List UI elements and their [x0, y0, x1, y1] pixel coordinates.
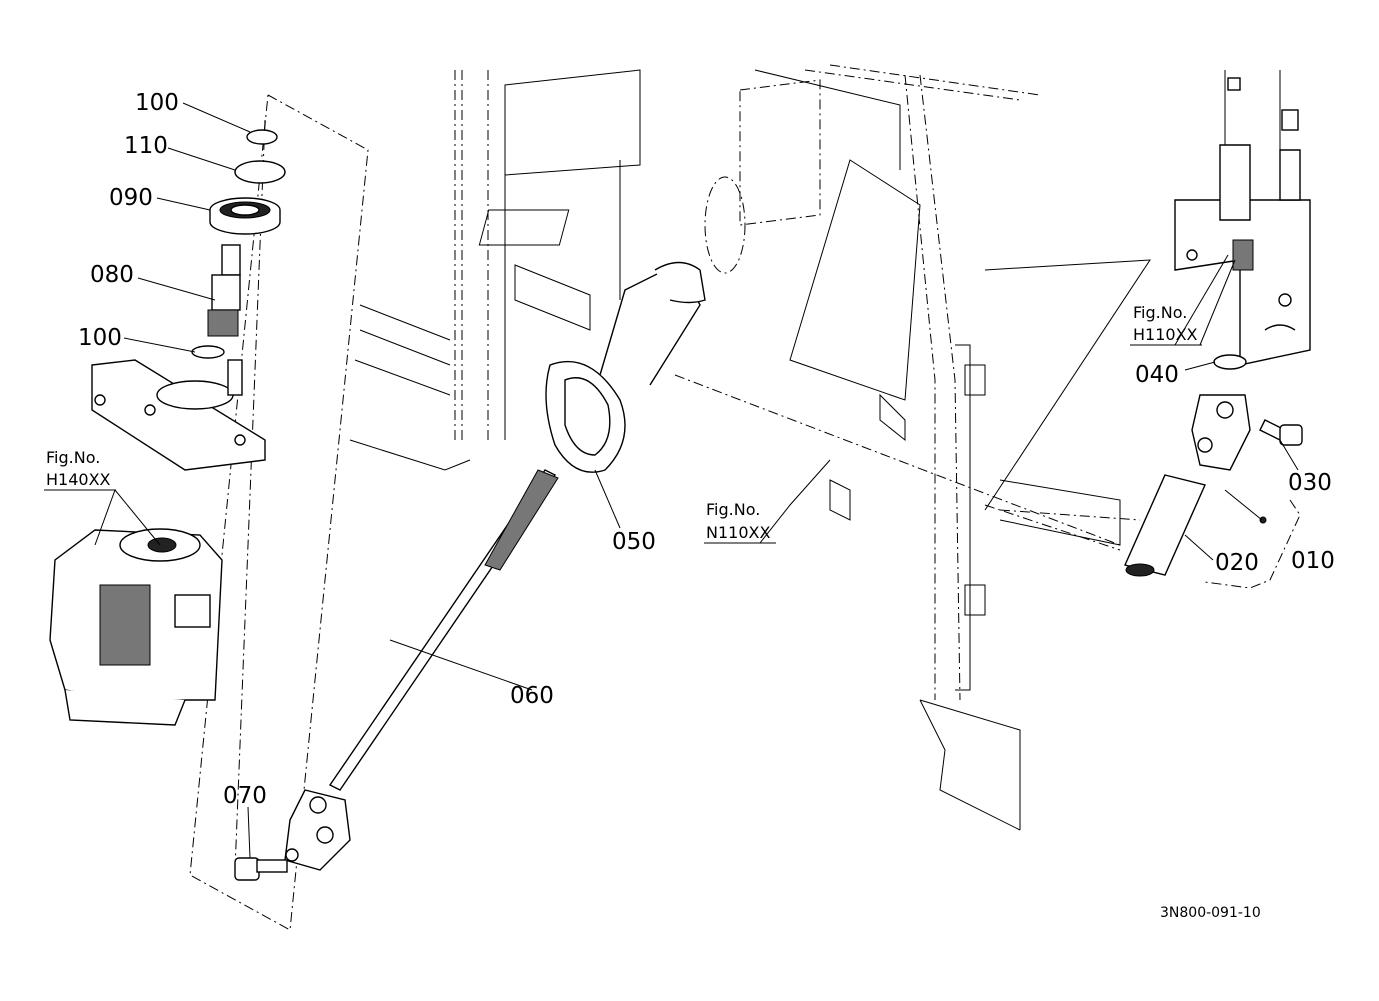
- callout-080: 080: [90, 262, 134, 288]
- svg-text:H140XX: H140XX: [46, 470, 111, 489]
- part-040-washer: [1213, 354, 1247, 370]
- svg-text:Fig.No.: Fig.No.: [706, 500, 760, 519]
- callout-090: 090: [109, 185, 153, 211]
- svg-text:N110XX: N110XX: [706, 523, 770, 542]
- part-050-boot: [545, 261, 706, 473]
- callout-030: 030: [1288, 470, 1332, 496]
- figref-h110: Fig.No. H110XX: [1130, 303, 1202, 346]
- figref-n110: Fig.No. N110XX: [704, 500, 776, 544]
- mounting-bracket: [91, 359, 266, 471]
- callout-050: 050: [612, 529, 656, 555]
- leader-lines: [94, 102, 1299, 859]
- part-100-snap-ring-top: [246, 129, 278, 145]
- part-020-upper-joint: [1124, 394, 1251, 577]
- right-column-bracket: [1174, 70, 1311, 366]
- svg-text:Fig.No.: Fig.No.: [1133, 303, 1187, 322]
- callout-100-mid: 100: [78, 325, 122, 351]
- part-010-assembly-bracket: [1204, 499, 1301, 589]
- cab-frame-background: [349, 64, 1151, 831]
- lower-universal-joint: [284, 789, 351, 871]
- part-110-circlip: [234, 160, 286, 184]
- document-id: 3N800-091-10: [1160, 905, 1261, 921]
- part-100-snap-ring-mid: [191, 345, 225, 359]
- part-090-bearing: [209, 197, 281, 235]
- callout-020: 020: [1215, 550, 1259, 576]
- part-060-steering-shaft: [328, 469, 559, 791]
- callout-060: 060: [510, 683, 554, 709]
- callout-110: 110: [124, 133, 168, 159]
- svg-text:H110XX: H110XX: [1133, 325, 1198, 344]
- steering-unit-housing: [49, 528, 223, 726]
- svg-text:Fig.No.: Fig.No.: [46, 448, 100, 467]
- callout-040: 040: [1135, 362, 1179, 388]
- callout-070: 070: [223, 783, 267, 809]
- part-080-spline-shaft: [207, 244, 241, 337]
- left-assembly-boundary: [189, 94, 369, 931]
- part-070-bolt: [234, 857, 288, 881]
- callout-010: 010: [1291, 548, 1335, 574]
- figref-h140: Fig.No. H140XX: [44, 448, 116, 491]
- callout-100-top: 100: [135, 90, 179, 116]
